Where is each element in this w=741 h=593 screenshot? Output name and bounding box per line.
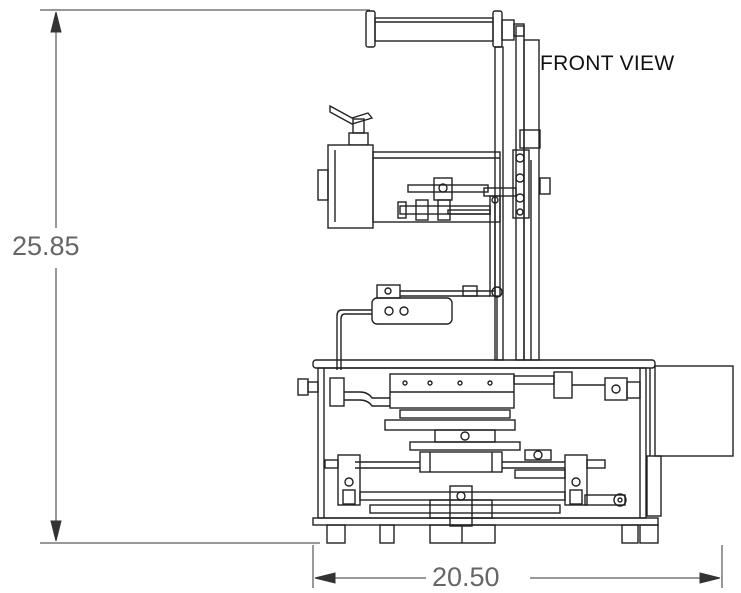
bottom-shaft bbox=[359, 485, 627, 527]
mid-guide-bars bbox=[397, 177, 491, 221]
arrowhead-right bbox=[699, 572, 721, 584]
top-roll bbox=[365, 10, 525, 48]
side-blocks bbox=[324, 454, 606, 506]
motor-cylinder bbox=[317, 144, 501, 229]
internal-mechanism bbox=[329, 371, 641, 479]
clamp-handle bbox=[329, 104, 374, 146]
overall-width-label: 20.50 bbox=[428, 562, 504, 593]
height-dimension bbox=[40, 9, 370, 544]
arrowhead-bottom bbox=[50, 520, 62, 542]
lower-cylinder bbox=[336, 284, 503, 370]
overall-height-label: 25.85 bbox=[10, 231, 82, 262]
width-dimension bbox=[312, 545, 723, 588]
table-top bbox=[297, 359, 656, 519]
base-and-feet bbox=[312, 517, 659, 544]
arrowhead-top bbox=[50, 11, 62, 33]
vertical-column bbox=[483, 25, 551, 361]
view-title: FRONT VIEW bbox=[540, 52, 675, 75]
arrowhead-left bbox=[314, 572, 336, 584]
control-box bbox=[646, 365, 734, 517]
